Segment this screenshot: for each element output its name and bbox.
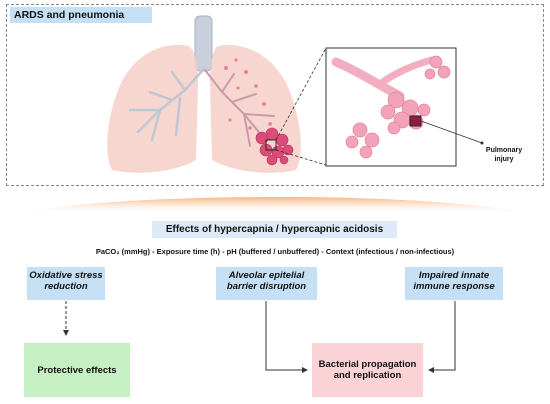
outcome-bacterial: Bacterial propagation and replication [312,343,423,397]
right-lung-alveoli [224,58,272,130]
lung-illustration [107,15,484,173]
cause-oxidative-stress: Oxidative stress reduction [27,267,105,300]
arrow-alveolar-to-bacterial [265,301,308,373]
left-bronchi [128,68,205,142]
effects-title: Effects of hypercapnia / hypercapnic aci… [152,221,397,238]
right-bronchi [204,69,275,147]
fan-divider [30,197,520,214]
panel-title: ARDS and pneumonia [10,7,152,23]
lesion-cluster [255,127,294,166]
pulmonary-injury-label: Pulmonary injury [485,147,523,163]
cause-immune-response: Impaired innate immune response [405,267,503,300]
zoom-line-bottom [275,149,327,166]
zoom-line-top [275,47,327,141]
injury-pointer [420,120,483,144]
exposure-parameters: PaCO₂ (mmHg) - Exposure time (h) - pH (b… [95,247,455,256]
outcome-protective: Protective effects [24,343,130,397]
arrow-immune-to-bacterial [428,301,456,373]
illustration-panel [6,4,544,186]
cause-alveolar-barrier: Alveolar epitelial barrier disruption [216,267,317,300]
lesion-highlight-box [265,139,277,151]
